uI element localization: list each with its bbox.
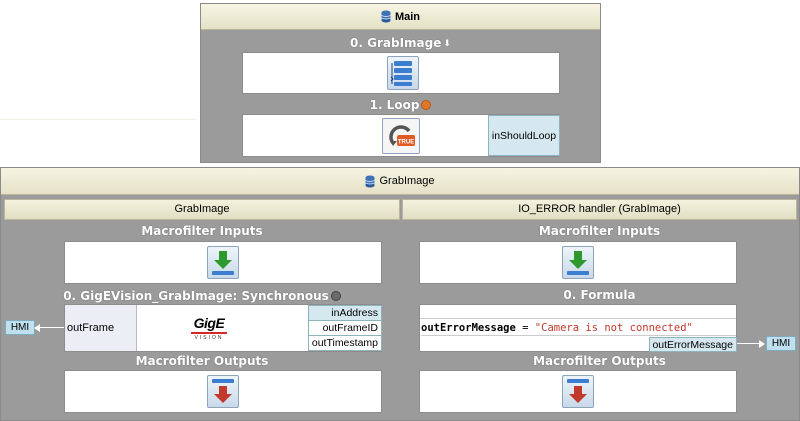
formula-expression[interactable]: outErrorMessage = "Camera is not connect… — [421, 320, 736, 336]
output-arrow-icon — [207, 375, 239, 408]
out-timestamp-port[interactable]: outTimestamp — [308, 335, 382, 351]
gige-vision-logo: GigE VISION — [189, 315, 229, 343]
step-1-label: 1. Loop — [369, 98, 420, 112]
column-header-grabimage[interactable]: GrabImage — [4, 199, 400, 220]
connector-arrow-right — [759, 340, 765, 348]
connector-arrow-left — [34, 324, 40, 332]
orange-gear-icon[interactable] — [421, 100, 432, 110]
separator-line — [0, 119, 196, 120]
formula-filter-box[interactable]: outErrorMessage = "Camera is not connect… — [419, 304, 737, 352]
macrofilter-outputs-label-2: Macrofilter Outputs — [533, 354, 666, 368]
step-into-icon[interactable]: ⬇ — [443, 37, 451, 48]
step-1-box[interactable]: TRUE inShouldLoop — [242, 114, 560, 157]
logo-text: GigE — [193, 315, 225, 331]
formula-blank-row — [420, 305, 736, 319]
macrofilter-inputs-box-2[interactable] — [419, 241, 737, 284]
step-1-header[interactable]: 1. Loop — [201, 98, 600, 112]
input-arrow-icon — [207, 246, 239, 279]
formula-string: "Camera is not connected" — [534, 322, 693, 334]
grabimage-title: GrabImage — [379, 175, 435, 187]
logo-sub: VISION — [194, 335, 224, 341]
main-title-bar[interactable]: Main — [201, 4, 600, 30]
out-frame-label: outFrame — [67, 322, 115, 334]
macrofilter-inputs-box[interactable] — [64, 241, 382, 284]
filter-label-formula: 0. Formula — [563, 288, 636, 302]
out-error-message-port[interactable]: outErrorMessage — [649, 337, 737, 352]
filter-header-gige[interactable]: 0. GigEVision_GrabImage: Synchronous — [4, 288, 400, 303]
database-icon — [381, 10, 391, 23]
logo-bar — [191, 332, 227, 334]
macrofilter-outputs-box-2[interactable] — [419, 370, 737, 413]
connector-line-right — [737, 343, 759, 344]
grabimage-panel: GrabImage GrabImage Macrofilter Inputs 0… — [0, 167, 800, 421]
macrofilter-inputs-label-2: Macrofilter Inputs — [538, 224, 661, 238]
gear-icon[interactable] — [330, 290, 341, 301]
out-frame-port[interactable]: outFrame — [65, 305, 137, 351]
in-address-port[interactable]: inAddress — [308, 305, 382, 321]
database-icon — [365, 175, 376, 187]
in-should-loop-port[interactable]: inShouldLoop — [488, 115, 560, 156]
step-0-label: 0. GrabImage — [350, 36, 442, 50]
grabimage-title-bar[interactable]: GrabImage — [1, 168, 799, 195]
hmi-port-right[interactable]: HMI — [766, 336, 796, 351]
hmi-port-left[interactable]: HMI — [5, 320, 35, 335]
out-frame-id-port[interactable]: outFrameID — [308, 320, 382, 336]
connector-line-left — [35, 327, 64, 328]
step-0-box[interactable] — [242, 52, 560, 94]
filter-label-gige: 0. GigEVision_GrabImage: Synchronous — [63, 288, 329, 303]
main-panel: Main 0. GrabImage ⬇ 1. Loop — [200, 3, 601, 163]
loop-true-badge: TRUE — [398, 140, 414, 146]
column-header-io-error[interactable]: IO_ERROR handler (GrabImage) — [402, 199, 797, 220]
main-title: Main — [394, 10, 421, 23]
formula-operator: = — [515, 322, 535, 334]
macrofilter-icon — [387, 56, 419, 90]
formula-name: outErrorMessage — [421, 322, 516, 334]
output-arrow-icon — [562, 375, 594, 408]
macrofilter-outputs-box[interactable] — [64, 370, 382, 413]
macrofilter-outputs-label: Macrofilter Outputs — [135, 354, 269, 368]
loop-icon: TRUE — [382, 118, 420, 154]
gige-filter-box[interactable]: outFrame GigE VISION inAddress outFrameI… — [64, 304, 382, 352]
input-arrow-icon — [562, 246, 594, 279]
macrofilter-inputs-label: Macrofilter Inputs — [141, 224, 263, 238]
step-0-header[interactable]: 0. GrabImage ⬇ — [201, 36, 600, 50]
